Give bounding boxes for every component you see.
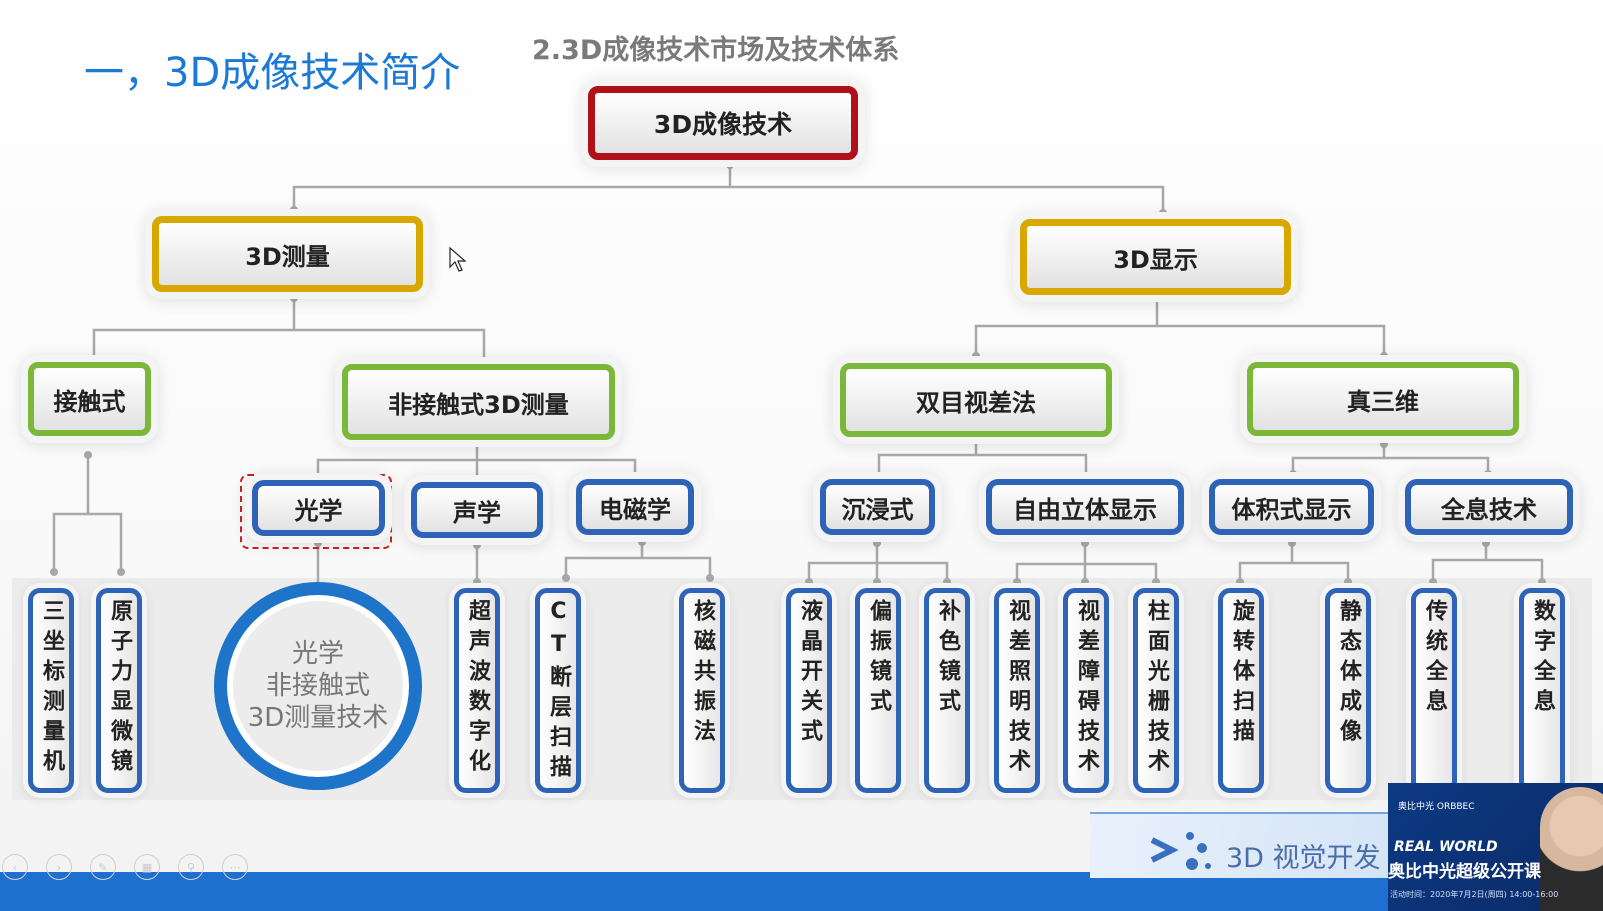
leaf-static-volume: 静态体成像 <box>1325 588 1371 793</box>
optics-circle: 光学 非接触式 3D测量技术 <box>214 582 422 790</box>
footer-logo-text: 3D 视觉开发 <box>1226 836 1381 875</box>
video-date: 活动时间：2020年7月2日(周四) 14:00-16:00 <box>1390 889 1558 900</box>
leaf-traditional-holography: 传统全息 <box>1411 588 1457 793</box>
node-optics: 光学 <box>252 480 385 536</box>
node-3d-display: 3D显示 <box>1020 219 1291 295</box>
optics-circle-label: 光学 非接触式 3D测量技术 <box>248 638 389 734</box>
leaf-lcd-shutter: 液晶开关式 <box>786 588 832 793</box>
video-brand: REAL WORLD <box>1394 839 1498 855</box>
node-root: 3D成像技术 <box>588 86 858 160</box>
node-binocular: 双目视差法 <box>840 363 1112 437</box>
node-volumetric: 体积式显示 <box>1209 479 1374 535</box>
node-holographic: 全息技术 <box>1405 479 1573 535</box>
node-immersive: 沉浸式 <box>820 479 935 535</box>
presenter-video: 奥比中光 ORBBEC REAL WORLD 奥比中光超级公开课 活动时间：20… <box>1388 783 1603 911</box>
leaf-mri: 核磁共振法 <box>679 588 725 793</box>
leaf-ultrasonic: 超声波数字化 <box>454 588 500 793</box>
leaf-cmm: 三坐标测量机 <box>28 588 74 793</box>
node-true-3d: 真三维 <box>1247 362 1519 436</box>
node-noncontact: 非接触式3D测量 <box>342 364 615 440</box>
more-icon[interactable]: ⋯ <box>222 854 248 880</box>
leaf-parallax-barrier: 视差障碍技术 <box>1063 588 1109 793</box>
prev-icon[interactable]: ‹ <box>2 854 28 880</box>
leaf-digital-holography: 数字全息 <box>1519 588 1565 793</box>
zoom-icon[interactable]: ⚲ <box>178 854 204 880</box>
slideshow-controls: ‹ › ✎ ▦ ⚲ ⋯ <box>2 854 248 880</box>
node-acoustics: 声学 <box>411 482 543 538</box>
next-icon[interactable]: › <box>46 854 72 880</box>
pen-icon[interactable]: ✎ <box>90 854 116 880</box>
leaf-afm: 原子力显微镜 <box>96 588 142 793</box>
video-caption: 奥比中光超级公开课 <box>1388 857 1541 882</box>
node-autostereoscopic: 自由立体显示 <box>986 479 1184 535</box>
node-3d-measurement: 3D测量 <box>152 216 423 292</box>
leaf-polarized: 偏振镜式 <box>855 588 901 793</box>
slides-icon[interactable]: ▦ <box>134 854 160 880</box>
node-electromagnetics: 电磁学 <box>576 479 694 535</box>
node-contact: 接触式 <box>28 362 151 436</box>
leaf-parallax-illumination: 视差照明技术 <box>994 588 1040 793</box>
leaf-ct: CT断层扫描 <box>535 588 581 793</box>
leaf-lenticular: 柱面光栅技术 <box>1133 588 1179 793</box>
leaf-anaglyph: 补色镜式 <box>924 588 970 793</box>
video-logo: 奥比中光 ORBBEC <box>1398 799 1475 812</box>
footer-logo-icon <box>1148 826 1218 874</box>
mouse-cursor-icon <box>449 247 467 273</box>
leaf-rotating-scan: 旋转体扫描 <box>1218 588 1264 793</box>
